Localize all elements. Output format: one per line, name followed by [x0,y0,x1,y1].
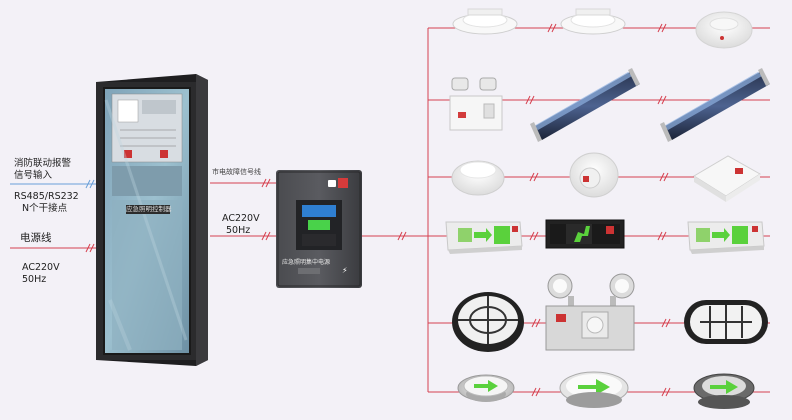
svg-text:⚡: ⚡ [342,266,348,275]
explosion-proof-twin-light [545,273,635,351]
central-power-box: ⚡ [276,170,362,288]
tube-light-1 [530,68,640,142]
frequency-left: 50Hz [22,274,47,285]
bulkhead-oval-light [684,300,768,344]
rs485-label: RS485/RS232 [14,191,79,202]
floor-arrow-light-2 [559,371,629,408]
square-ceiling-light [693,155,761,202]
tube-light-2 [660,68,770,142]
mains-fault-signal-label: 市电故障信号线 [212,168,261,176]
exit-sign-dark [545,219,625,249]
recessed-downlight-1 [452,8,518,35]
round-ceiling-light [451,160,505,196]
floor-arrow-light-1 [457,374,515,402]
dry-contact-label: N个干接点 [22,203,68,214]
wall-spot-light [569,152,619,198]
twin-head-emergency-light [449,77,503,131]
fire-alarm-input-label-line1: 消防联动报警 [14,158,72,169]
floor-arrow-light-3 [693,373,755,409]
ceiling-emergency-light [695,11,753,49]
exit-sign-light-1 [445,221,523,254]
box-name-plate: 应急照明集中电源 [282,259,331,266]
controller-cabinet [96,74,208,366]
cabinet-name-plate: 应急照明控制器 [126,205,172,213]
recessed-downlight-2 [560,8,626,35]
exit-sign-light-2 [687,221,765,254]
ac-voltage-mid: AC220V [222,213,260,224]
frequency-mid: 50Hz [226,225,251,236]
power-line-label: 电源线 [20,232,52,244]
ac-voltage-left: AC220V [22,262,60,273]
fire-alarm-input-label-line2: 信号输入 [14,170,53,181]
bulkhead-round-light [452,292,524,352]
